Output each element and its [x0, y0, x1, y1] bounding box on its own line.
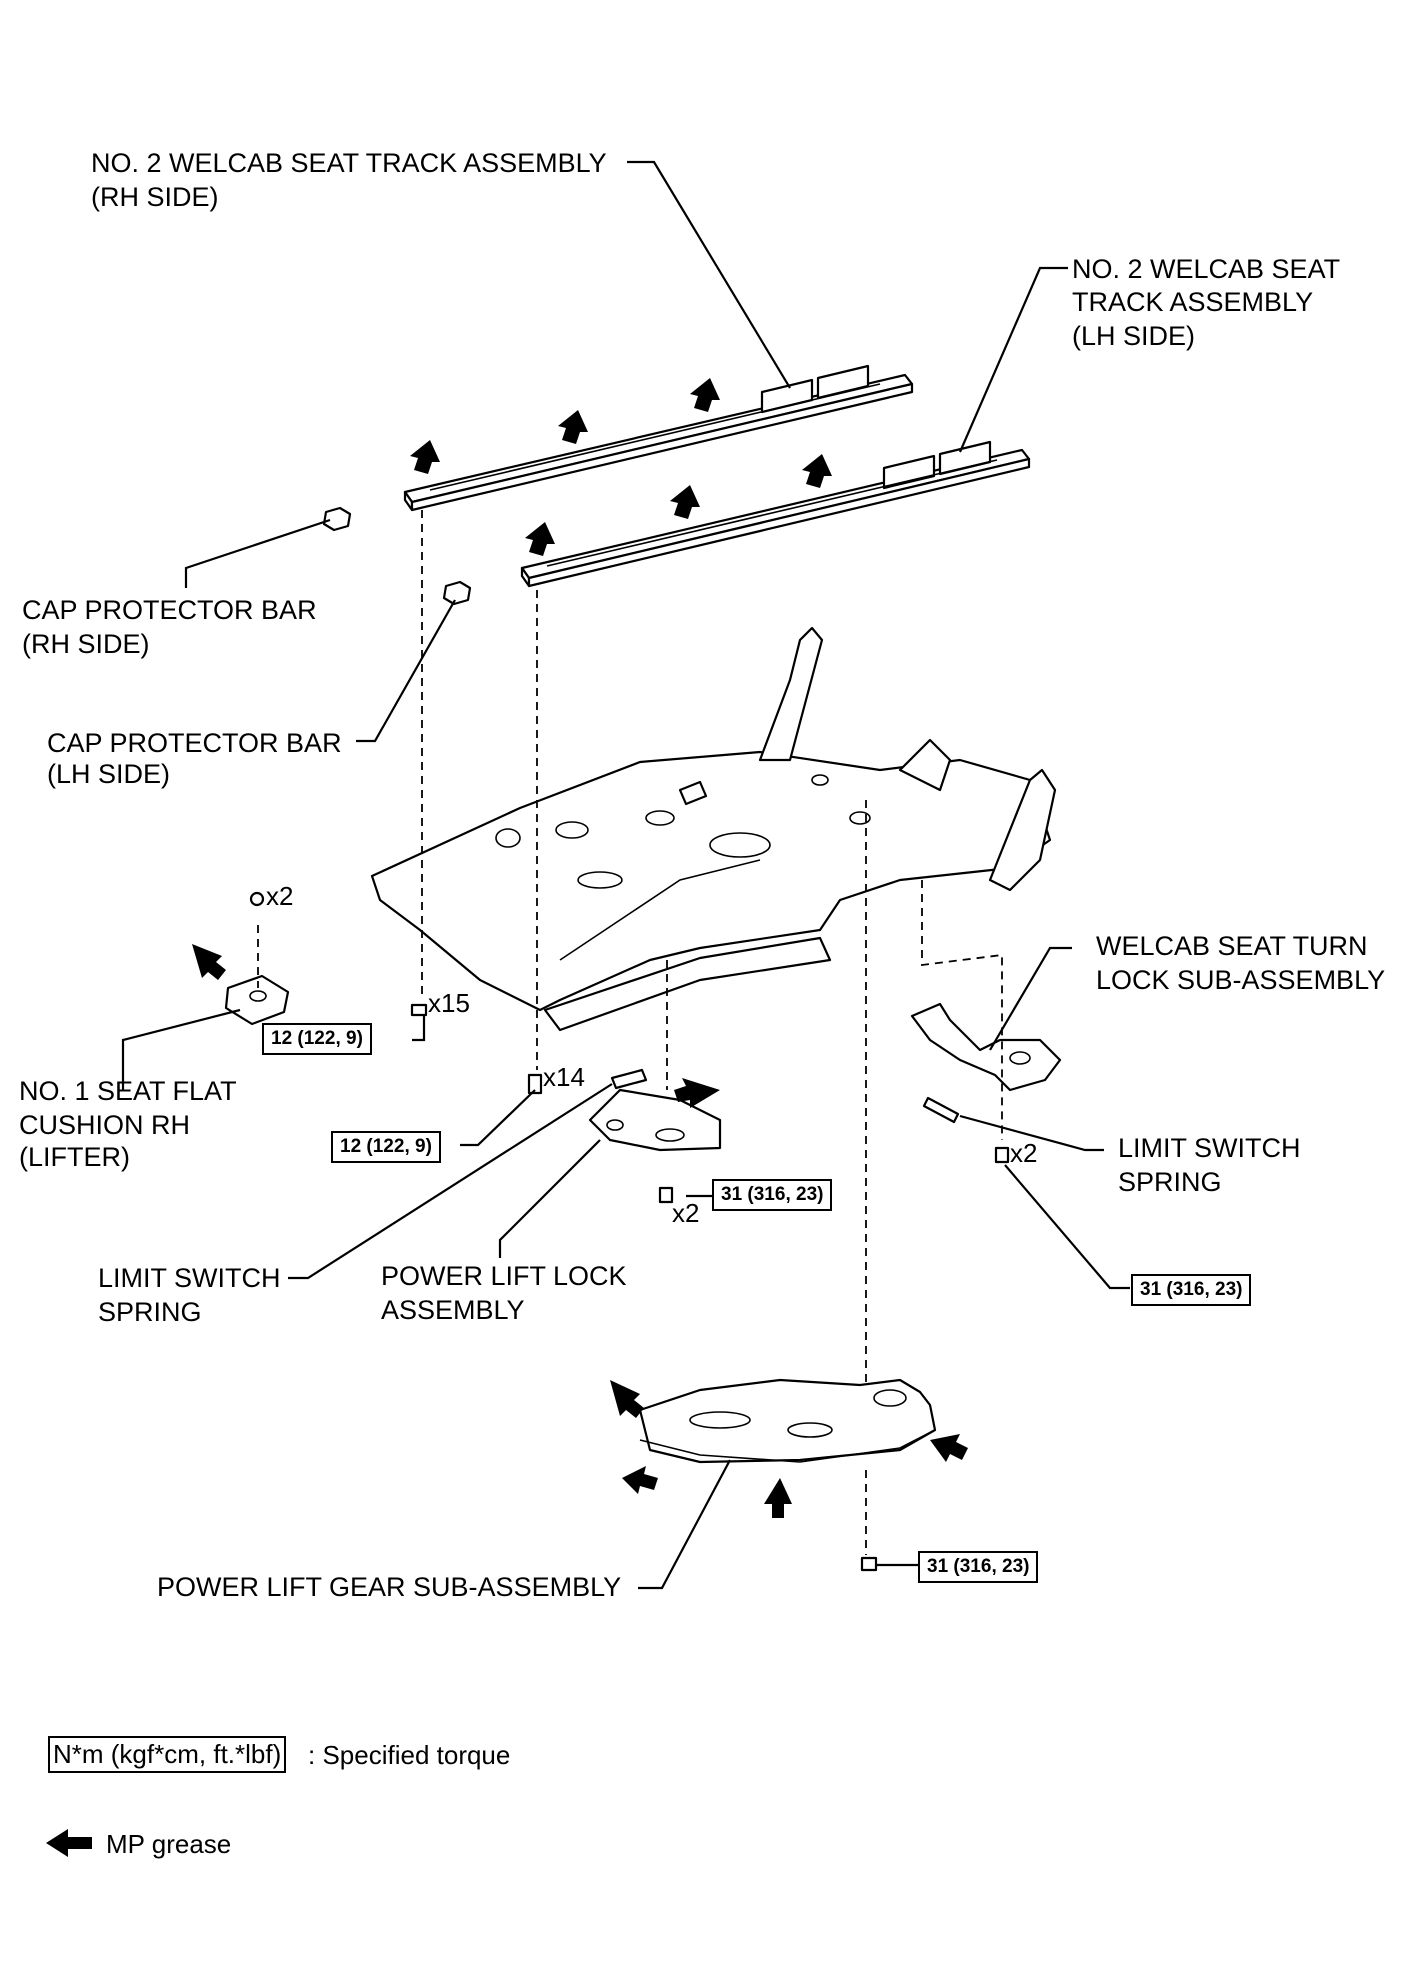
seat-frame — [370, 626, 1057, 1032]
legend-torque-desc: : Specified torque — [308, 1740, 511, 1770]
label-limit-right-2: SPRING — [1118, 1167, 1222, 1197]
label-lift-lock-1: POWER LIFT LOCK — [381, 1261, 627, 1291]
torque-box-1: 12 (122, 9) — [262, 1023, 372, 1055]
qty-lock-bolts: x2 — [672, 1198, 700, 1228]
seat-flat-cushion-part — [192, 891, 290, 1026]
label-track-lh-2: TRACK ASSEMBLY — [1072, 287, 1314, 317]
seat-track-rh — [403, 364, 914, 512]
label-cap-lh-2: (LH SIDE) — [47, 759, 171, 789]
label-lift-lock-2: ASSEMBLY — [381, 1295, 525, 1325]
qty-turn-lock-bolts: x2 — [1010, 1138, 1038, 1168]
label-track-rh-2: (RH SIDE) — [91, 182, 219, 212]
legend-grease-arrow — [46, 1829, 92, 1857]
label-limit-left-1: LIMIT SWITCH — [98, 1263, 281, 1293]
label-cap-rh-2: (RH SIDE) — [22, 629, 150, 659]
label-cushion-1: NO. 1 SEAT FLAT — [19, 1076, 237, 1106]
legend-torque-unit: N*m (kgf*cm, ft.*lbf) — [48, 1736, 287, 1773]
qty-x14: x14 — [543, 1062, 585, 1092]
welcab-seat-turn-lock-part — [910, 1002, 1062, 1092]
grease-arrows-tracks — [410, 378, 832, 556]
alignment-lines — [257, 510, 1003, 1555]
label-cap-rh-1: CAP PROTECTOR BAR — [22, 595, 317, 625]
label-turn-lock-1: WELCAB SEAT TURN — [1096, 931, 1368, 961]
label-track-lh-1: NO. 2 WELCAB SEAT — [1072, 254, 1341, 284]
label-cushion-2: CUSHION RH — [19, 1110, 191, 1140]
cap-protector-bars — [322, 506, 472, 606]
qty-cushion-bolts: x2 — [266, 881, 294, 911]
label-turn-lock-2: LOCK SUB-ASSEMBLY — [1096, 965, 1386, 995]
qty-x15: x15 — [428, 988, 470, 1018]
torque-box-4: 31 (316, 23) — [1131, 1274, 1252, 1306]
leader-lines — [121, 160, 1130, 1590]
torque-box-2: 12 (122, 9) — [331, 1131, 441, 1163]
torque-box-5: 31 (316, 23) — [918, 1551, 1039, 1583]
label-cap-lh-1: CAP PROTECTOR BAR — [47, 728, 342, 758]
label-track-rh-1: NO. 2 WELCAB SEAT TRACK ASSEMBLY — [91, 148, 607, 178]
label-power-lift-gear: POWER LIFT GEAR SUB-ASSEMBLY — [157, 1572, 622, 1602]
label-limit-right-1: LIMIT SWITCH — [1118, 1133, 1301, 1163]
power-lift-gear-part — [610, 1378, 968, 1518]
torque-box-3: 31 (316, 23) — [712, 1179, 833, 1211]
limit-switch-springs — [610, 1068, 960, 1124]
power-lift-lock-part — [588, 1078, 722, 1152]
label-limit-left-2: SPRING — [98, 1297, 202, 1327]
legend-grease-label: MP grease — [106, 1829, 232, 1859]
seat-track-lh — [520, 440, 1031, 588]
bolts — [410, 1003, 1010, 1572]
label-cushion-3: (LIFTER) — [19, 1142, 130, 1172]
label-track-lh-3: (LH SIDE) — [1072, 321, 1196, 351]
